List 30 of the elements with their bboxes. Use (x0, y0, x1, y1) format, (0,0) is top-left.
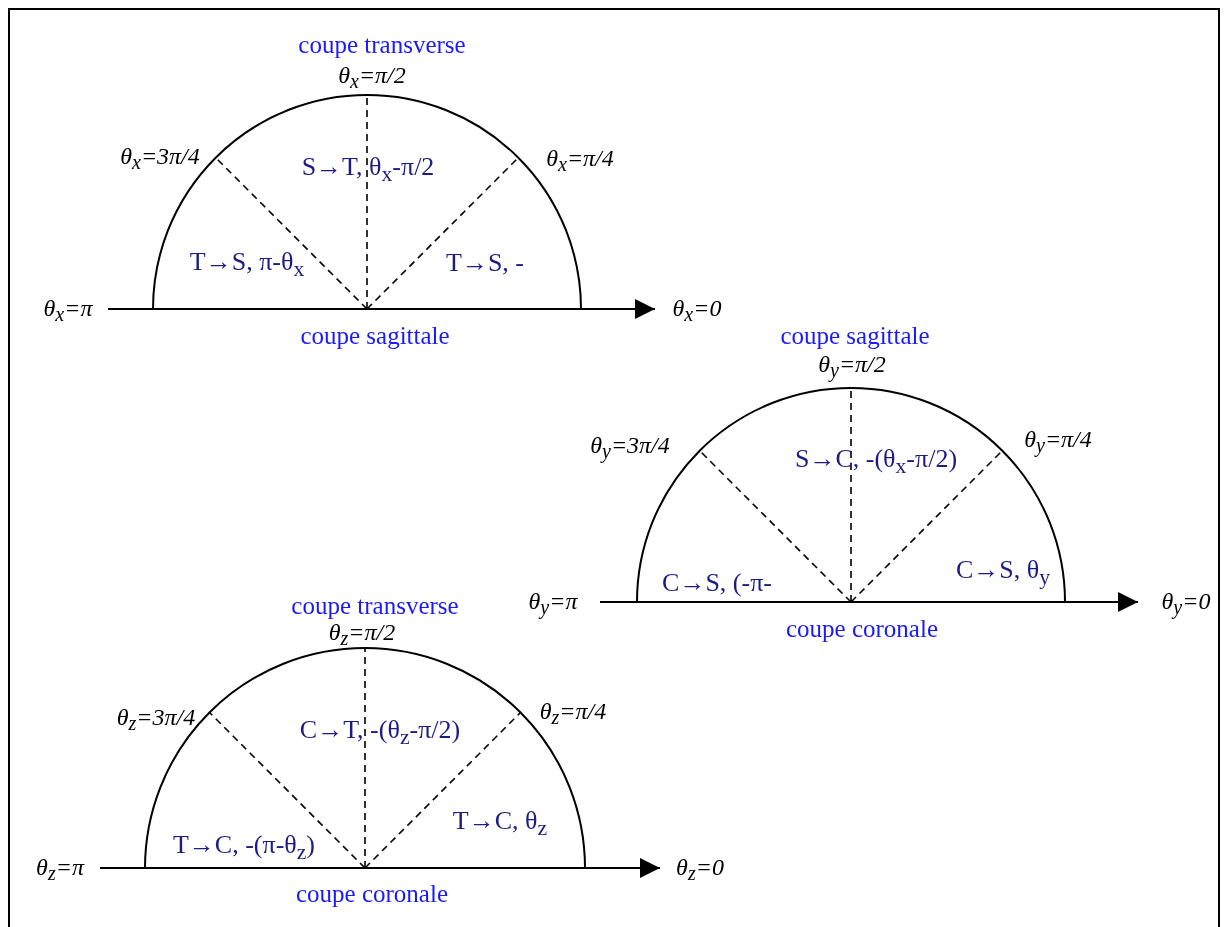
plane-label: coupe transverse (298, 31, 466, 57)
plane-label: coupe sagittale (780, 322, 930, 348)
formula-label: C→T, -(θ$_{z}$-π/2) (299, 717, 461, 749)
formula-label: C→S, θ$_{y}$ (955, 557, 1051, 589)
angle-label: θ$_{x}$=π/2 (338, 62, 406, 92)
angle-label: θ$_{z}$=3π/4 (116, 704, 196, 734)
angle-label: θ$_{y}$=π (528, 588, 578, 618)
formula-label: T→S, - (446, 250, 524, 276)
plane-label: coupe coronale (786, 615, 938, 641)
angle-label: θ$_{y}$=0 (1161, 588, 1211, 618)
angle-label: θ$_{z}$=0 (676, 854, 724, 884)
formula-label: T→S, π-θ$_{x}$ (189, 249, 305, 281)
angle-label: θ$_{z}$=π/2 (328, 619, 396, 649)
angle-label: θ$_{y}$=π/2 (818, 351, 886, 381)
angle-label: θ$_{z}$=π/4 (539, 698, 607, 728)
formula-label: C→S, (-π- (662, 570, 772, 596)
angle-label: θ$_{x}$=3π/4 (120, 143, 200, 173)
angle-label: θ$_{y}$=π/4 (1024, 426, 1092, 456)
formula-label: S→T, θ$_{x}$-π/2 (301, 154, 435, 186)
angle-label: θ$_{x}$=0 (672, 295, 722, 325)
formula-label: S→C, -(θ$_{x}$-π/2) (794, 446, 958, 478)
angle-label: θ$_{x}$=π/4 (546, 145, 614, 175)
formula-label: T→C, -(π-θ$_{z}$) (172, 832, 316, 864)
plane-label: coupe sagittale (300, 322, 450, 348)
angle-label: θ$_{z}$=π (36, 854, 84, 884)
plane-label: coupe coronale (296, 880, 448, 906)
angle-label: θ$_{x}$=π (43, 295, 93, 325)
plane-label: coupe transverse (291, 592, 459, 618)
angle-label: θ$_{y}$=3π/4 (590, 432, 670, 462)
formula-label: T→C, θ$_{z}$ (452, 808, 548, 840)
